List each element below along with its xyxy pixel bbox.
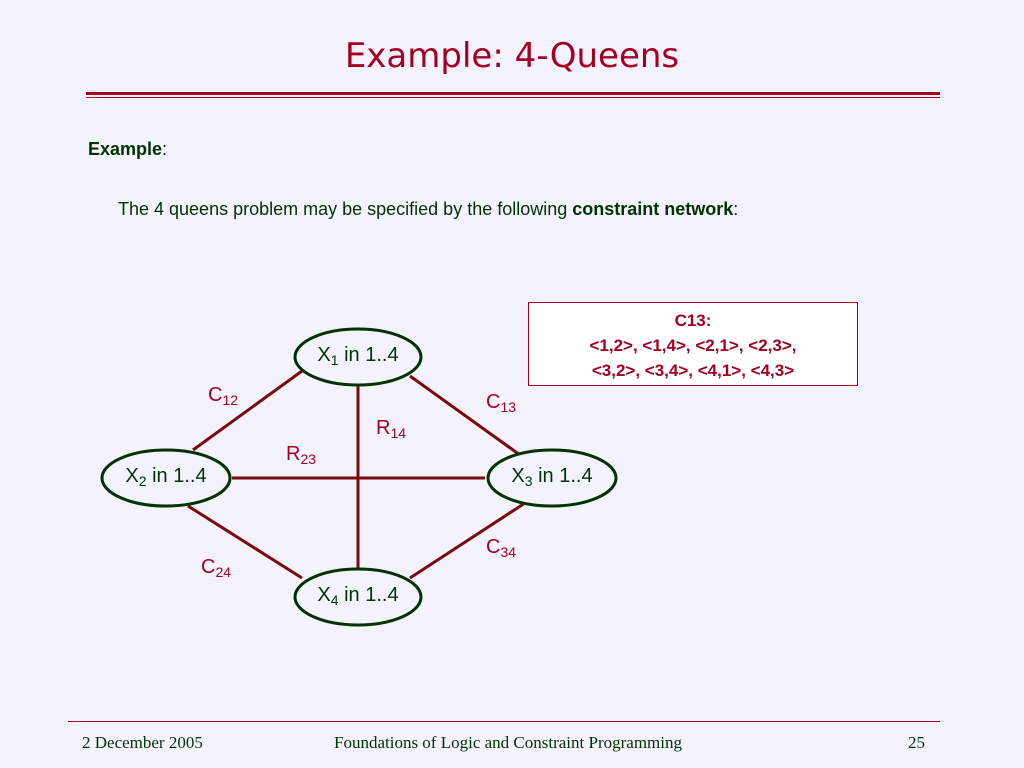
intro-bold: constraint network: [572, 199, 734, 219]
edge-c24: [187, 504, 303, 580]
node-x2: [100, 448, 232, 508]
edge-c34: [409, 501, 526, 580]
node-x1-label: X1 in 1..4: [317, 344, 399, 368]
constraint-box: C13: <1,2>, <1,4>, <2,1>, <2,3>, <3,2>, …: [528, 302, 858, 386]
intro-sentence: The 4 queens problem may be specified by…: [118, 199, 738, 220]
edge-c13: [409, 374, 521, 457]
edge-label-c13: C13: [486, 391, 517, 415]
node-x3: [486, 448, 618, 508]
footer-rule: [68, 721, 940, 722]
node-x4: [293, 567, 423, 627]
edge-label-c12: C12: [208, 384, 239, 408]
intro-end: :: [733, 199, 739, 219]
node-x2-label: X2 in 1..4: [125, 465, 207, 489]
title-rule-thick: [86, 92, 940, 95]
constraint-line-1: <1,2>, <1,4>, <2,1>, <2,3>,: [589, 336, 797, 355]
footer-page-number: 25: [908, 733, 925, 752]
constraint-line-2: <3,2>, <3,4>, <4,1>, <4,3>: [591, 361, 795, 380]
slide-title: Example: 4-Queens: [344, 36, 680, 76]
footer-course: Foundations of Logic and Constraint Prog…: [334, 733, 682, 752]
edge-label-c34: C34: [486, 536, 517, 560]
intro-text: The 4 queens problem may be specified by…: [118, 199, 573, 219]
edge-label-r23: R23: [286, 443, 317, 467]
node-x3-label: X3 in 1..4: [511, 465, 593, 489]
edge-label-r14: R14: [376, 417, 407, 441]
constraint-heading: C13:: [674, 311, 712, 330]
example-colon: :: [162, 139, 168, 159]
title-rule-thin: [86, 97, 940, 98]
edge-label-c24: C24: [201, 556, 232, 580]
node-x1: [293, 327, 423, 387]
example-label: Example: [88, 139, 163, 159]
example-heading: Example:: [88, 139, 167, 160]
footer-date: 2 December 2005: [82, 733, 203, 752]
node-x4-label: X4 in 1..4: [317, 584, 399, 608]
edge-c12: [192, 369, 303, 452]
